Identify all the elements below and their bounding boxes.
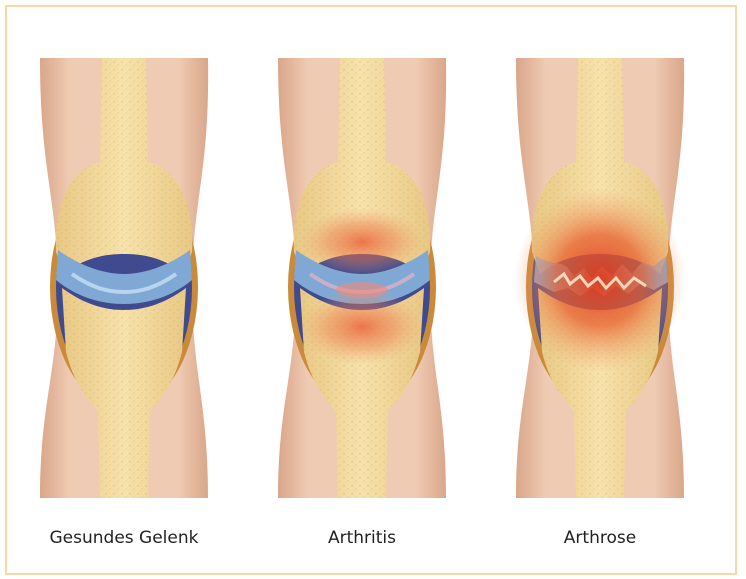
caption-arthritis: Arthritis xyxy=(247,528,477,548)
caption-healthy-joint: Gesundes Gelenk xyxy=(9,528,239,548)
joint-illustration-healthy xyxy=(32,52,216,504)
caption-arthrose: Arthrose xyxy=(485,528,715,548)
joint-illustration-arthrose xyxy=(508,52,692,504)
joint-illustration-arthritis xyxy=(270,52,454,504)
